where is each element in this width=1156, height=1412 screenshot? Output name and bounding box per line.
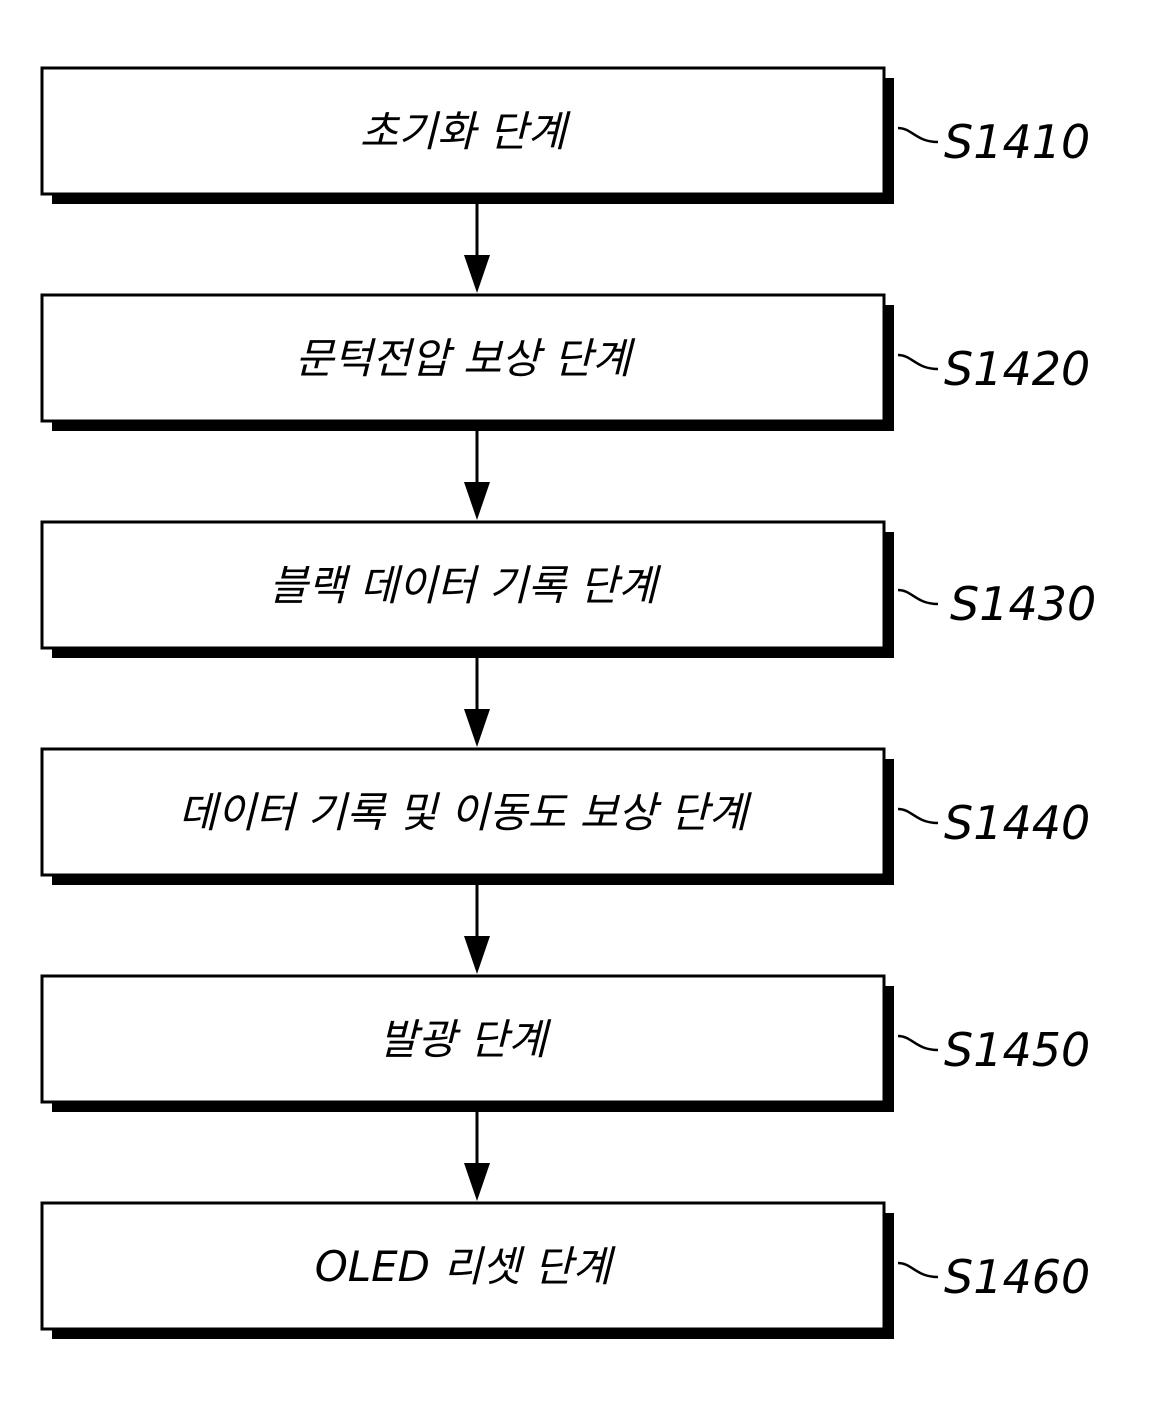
step-ref-number: S1430 (950, 577, 1096, 631)
step-label: OLED 리셋 단계 (315, 1242, 617, 1291)
step-label: 블랙 데이터 기록 단계 (269, 561, 662, 610)
flow-step-1: 초기화 단계 S1410 (42, 68, 1090, 204)
step-ref-number: S1440 (944, 796, 1090, 850)
step-label: 문턱전압 보상 단계 (295, 334, 636, 383)
step-label: 초기화 단계 (360, 107, 572, 156)
ref-leader-line (898, 1036, 938, 1050)
step-ref-number: S1420 (944, 342, 1090, 396)
arrow-head (464, 709, 490, 747)
ref-leader-line (898, 128, 938, 142)
step-label: 데이터 기록 및 이동도 보상 단계 (178, 788, 752, 837)
step-ref-number: S1460 (944, 1250, 1090, 1304)
arrow-head (464, 255, 490, 293)
ref-leader-line (898, 355, 938, 369)
flow-step-3: 블랙 데이터 기록 단계 S1430 (42, 522, 1096, 658)
ref-leader-line (898, 1263, 938, 1277)
ref-leader-line (898, 809, 938, 823)
arrow-head (464, 936, 490, 974)
flow-arrow-3 (464, 658, 490, 747)
flow-arrow-5 (464, 1112, 490, 1201)
arrow-head (464, 482, 490, 520)
step-label: 발광 단계 (379, 1015, 552, 1064)
ref-leader-line (898, 590, 938, 604)
arrow-head (464, 1163, 490, 1201)
step-ref-number: S1450 (944, 1023, 1090, 1077)
flow-step-5: 발광 단계 S1450 (42, 976, 1090, 1112)
flow-step-2: 문턱전압 보상 단계 S1420 (42, 295, 1090, 431)
flow-arrow-4 (464, 885, 490, 974)
flow-arrow-1 (464, 204, 490, 293)
flow-arrow-2 (464, 431, 490, 520)
step-ref-number: S1410 (944, 115, 1090, 169)
flow-step-6: OLED 리셋 단계 S1460 (42, 1203, 1090, 1339)
flow-step-4: 데이터 기록 및 이동도 보상 단계 S1440 (42, 749, 1090, 885)
